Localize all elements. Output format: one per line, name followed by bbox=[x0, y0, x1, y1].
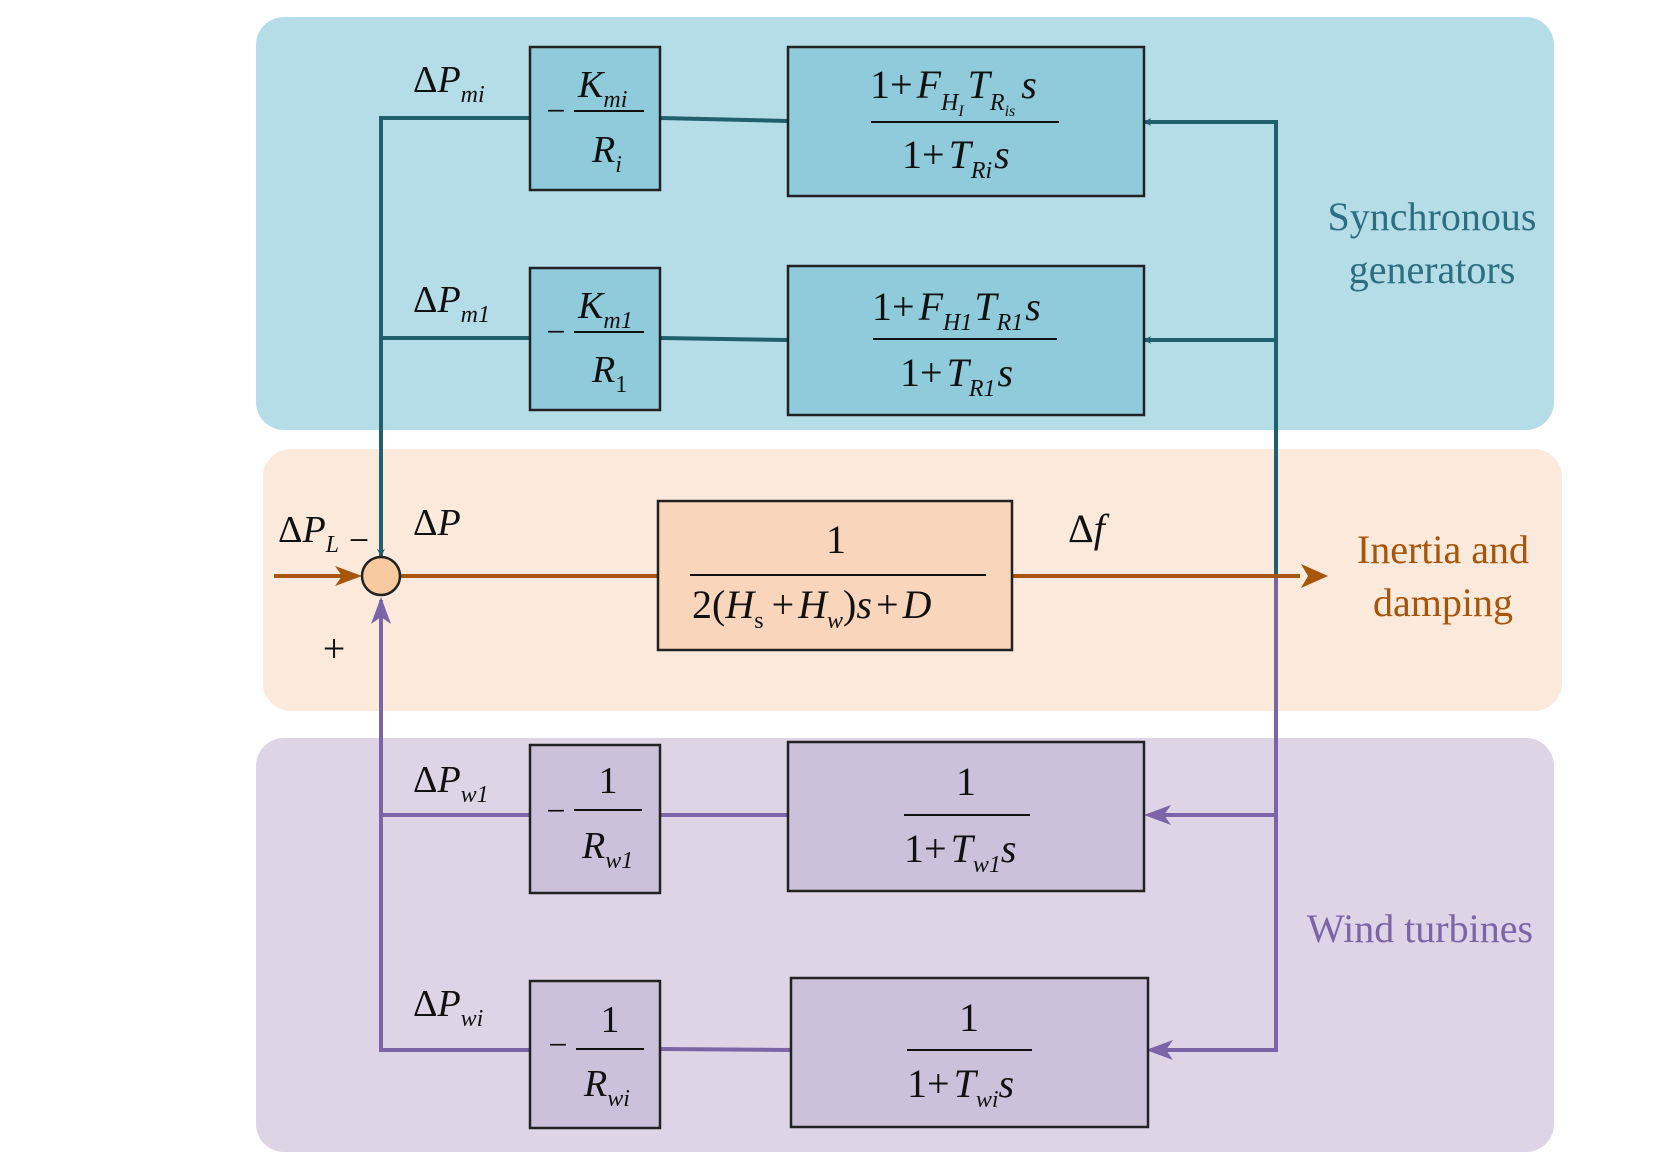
signal-delta-pl: ΔPL bbox=[278, 509, 339, 558]
gain-wi-den: Rwi bbox=[583, 1063, 630, 1112]
gain-block-w1 bbox=[528, 743, 662, 895]
governor-1-num: 1+FH1TR1s bbox=[872, 284, 1041, 336]
sync-wiring bbox=[377, 116, 1278, 578]
wind-turbine-block-1 bbox=[786, 740, 1146, 893]
signal-delta-p: ΔP bbox=[413, 502, 461, 544]
gain-block-m1 bbox=[528, 266, 662, 412]
sync-label-line1: Synchronous bbox=[1328, 194, 1537, 239]
governor-block-1 bbox=[786, 264, 1146, 417]
gain-m1-den: R1 bbox=[591, 349, 627, 398]
signal-delta-pm1: ΔPm1 bbox=[413, 279, 490, 328]
gain-block-mi bbox=[528, 45, 662, 192]
wt-1-num: 1 bbox=[956, 759, 976, 804]
signal-delta-pwi: ΔPwi bbox=[413, 983, 483, 1032]
gain-mi-den: Ri bbox=[591, 129, 622, 178]
wind-label: Wind turbines bbox=[1307, 906, 1533, 951]
wind-turbine-block-i bbox=[789, 976, 1150, 1129]
gain-w1-den: Rw1 bbox=[581, 825, 633, 874]
gain-mi-num: Kmi bbox=[577, 64, 627, 113]
gain-m1-sign: − bbox=[546, 314, 565, 351]
inertia-num: 1 bbox=[826, 517, 846, 562]
gain-w1-sign: − bbox=[546, 793, 565, 830]
sync-label-line2: generators bbox=[1349, 247, 1516, 292]
sum-minus-sign: − bbox=[349, 520, 369, 560]
signal-delta-f: Δf bbox=[1068, 506, 1110, 551]
inertia-den: 2(Hs+Hw)s+D bbox=[692, 582, 932, 634]
inertia-label-line1: Inertia and bbox=[1357, 527, 1529, 572]
wind-wiring bbox=[371, 578, 1278, 1060]
gain-wi-sign: − bbox=[548, 1027, 567, 1064]
gain-mi-sign: − bbox=[546, 93, 565, 130]
gain-wi-num: 1 bbox=[601, 999, 620, 1041]
inertia-wiring bbox=[274, 564, 1328, 588]
sum-plus-sign: + bbox=[323, 626, 346, 671]
wt-i-den: 1+Twis bbox=[907, 1061, 1014, 1113]
governor-1-den: 1+TR1s bbox=[900, 350, 1013, 402]
wt-1-den: 1+Tw1s bbox=[904, 826, 1016, 878]
governor-i-den: 1+TRis bbox=[902, 132, 1010, 184]
signal-delta-pmi: ΔPmi bbox=[413, 59, 485, 108]
summing-junction bbox=[360, 555, 402, 597]
wt-i-num: 1 bbox=[959, 995, 979, 1040]
signal-delta-pw1: ΔPw1 bbox=[413, 759, 489, 808]
inertia-label-line2: damping bbox=[1373, 580, 1513, 625]
gain-w1-num: 1 bbox=[599, 760, 618, 802]
governor-i-num: 1+FHITRiss bbox=[870, 62, 1037, 120]
gain-m1-num: Km1 bbox=[577, 285, 633, 334]
gain-block-wi bbox=[528, 979, 662, 1130]
